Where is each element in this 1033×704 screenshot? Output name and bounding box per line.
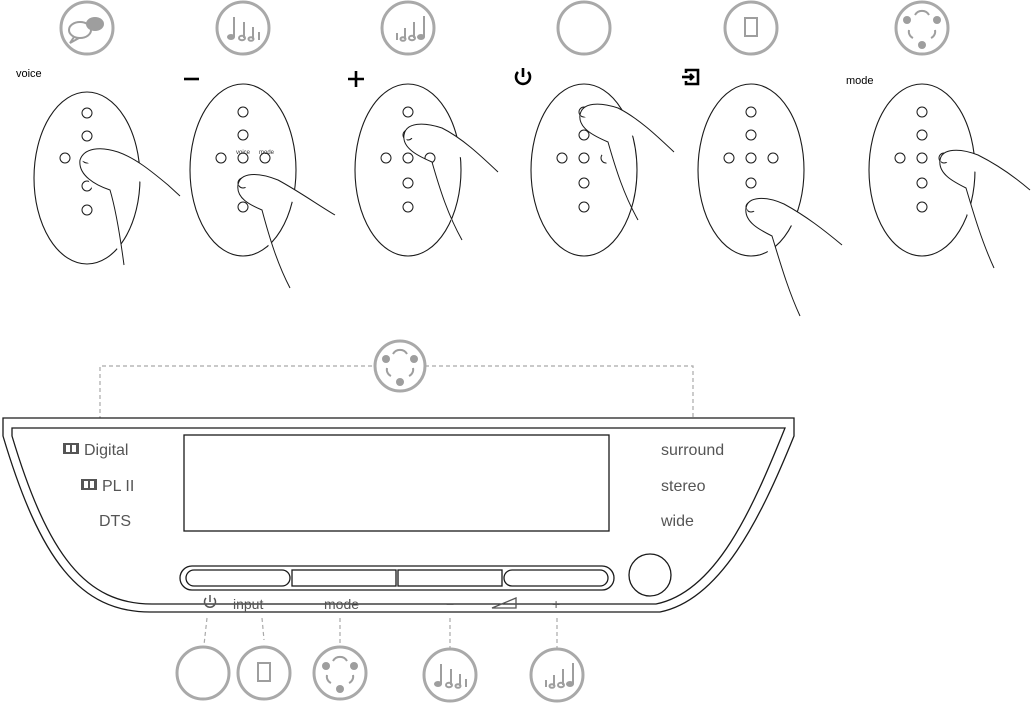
- label-wide: wide: [660, 513, 694, 530]
- remote-control: [869, 84, 975, 256]
- touch-button-strip[interactable]: [180, 566, 614, 590]
- mode-badge: [314, 647, 366, 699]
- blank-circle-icon: [558, 2, 610, 54]
- label-surround: surround: [661, 442, 724, 459]
- label-stereo: stereo: [661, 478, 706, 495]
- volume-knob[interactable]: [629, 554, 671, 596]
- label-pl2: PL II: [102, 478, 134, 495]
- surround-mode-icon: [896, 2, 948, 54]
- input-badge: [238, 647, 290, 699]
- step-label-mode: mode: [846, 75, 874, 87]
- input-symbol: [682, 70, 698, 84]
- remote-step-voice: voice: [16, 2, 180, 265]
- volume-down-badge: [424, 649, 476, 701]
- label-dts: DTS: [99, 513, 131, 530]
- volume-up-notes-icon: [382, 2, 434, 54]
- svg-text:mode: mode: [259, 150, 275, 156]
- panel-button-volume-up[interactable]: [504, 570, 608, 586]
- mode-top-badge: [375, 341, 425, 391]
- panel-label-plus: +: [552, 596, 560, 612]
- remote-step-power: [516, 2, 674, 256]
- panel-label-mode: mode: [324, 596, 359, 612]
- plus-symbol: [348, 71, 364, 87]
- remote-control: [34, 92, 140, 264]
- dolby-digital-logo: [63, 443, 79, 454]
- power-badge: [177, 647, 229, 699]
- panel-button-mode[interactable]: [292, 570, 396, 586]
- panel-label-minus: −: [446, 596, 454, 612]
- remote-control: [355, 84, 461, 256]
- svg-text:voice: voice: [236, 150, 251, 156]
- label-digital: Digital: [84, 442, 128, 459]
- display-window: [184, 435, 609, 531]
- panel-label-input: input: [233, 596, 263, 612]
- speech-bubbles-icon: [61, 2, 113, 54]
- volume-down-notes-icon: [217, 2, 269, 54]
- remote-control: voice mode: [190, 84, 296, 256]
- power-symbol: [516, 68, 530, 84]
- dolby-pl2-logo: [81, 479, 97, 490]
- remote-step-mode: mode: [846, 2, 1030, 268]
- remote-step-plus: [348, 2, 498, 256]
- panel-button-volume-down[interactable]: [398, 570, 502, 586]
- step-label-voice: voice: [16, 68, 42, 80]
- remote-control: [698, 84, 804, 256]
- remote-step-input: [682, 2, 842, 316]
- input-rectangle-icon: [725, 2, 777, 54]
- volume-up-badge: [531, 649, 583, 701]
- remote-step-minus: voice mode: [184, 2, 335, 288]
- panel-button-power-input[interactable]: [186, 570, 290, 586]
